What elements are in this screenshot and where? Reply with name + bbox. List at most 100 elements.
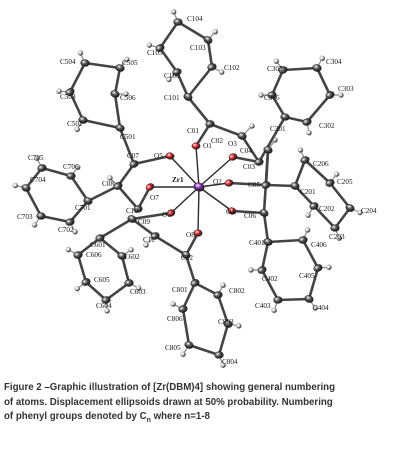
covalent-bonds — [24, 20, 352, 357]
bond-c701-c706 — [69, 174, 90, 203]
bond-zr1-o3 — [198, 156, 234, 188]
bond-c805-c804 — [187, 343, 221, 357]
bond-c11-c12 — [153, 234, 188, 257]
label-c401: C401 — [249, 239, 265, 247]
label-c10: C10 — [126, 207, 138, 215]
bond-c12-o8 — [184, 231, 200, 257]
atom-h-c805 — [180, 351, 186, 358]
atom-c705 — [37, 164, 47, 172]
label-c704: C704 — [30, 176, 46, 184]
atom-h-c604 — [104, 308, 110, 314]
atom-h-c11 — [143, 242, 149, 248]
bond-c203-c202 — [312, 204, 337, 230]
bond-c102-c101 — [186, 65, 214, 99]
atom-h-c503 — [56, 88, 62, 95]
atom-c11 — [150, 232, 160, 240]
atom-h-c502 — [74, 126, 81, 133]
atom-c801 — [190, 279, 200, 287]
bond-c06-c401 — [262, 211, 270, 244]
atom-c03 — [254, 158, 264, 166]
label-c201: C201 — [300, 188, 316, 196]
label-c05: C05 — [248, 181, 260, 189]
atom-h-c403 — [271, 307, 278, 314]
label-c07: C07 — [127, 152, 139, 160]
label-c503: C503 — [60, 93, 76, 101]
bond-c403-c402 — [260, 268, 280, 302]
label-c806: C806 — [167, 315, 183, 323]
bond-zr1-o5 — [169, 155, 200, 188]
atom-h-c706 — [75, 164, 81, 171]
atom-c405 — [313, 264, 323, 272]
atom-c503 — [65, 88, 75, 96]
label-c403: C403 — [255, 302, 271, 310]
bond-c702-c701 — [68, 199, 90, 224]
label-c601: C601 — [90, 241, 106, 249]
bond-c106-c105 — [158, 46, 179, 74]
bond-c804-c803 — [217, 322, 230, 357]
atom-h-c305 — [273, 58, 280, 65]
atom-c304 — [312, 64, 322, 72]
label-c602: C602 — [124, 253, 140, 261]
atom-h-c703 — [31, 222, 38, 228]
atom-h-c804 — [220, 362, 226, 369]
bond-c08-c10 — [116, 184, 140, 211]
bond-c305-c304 — [281, 66, 319, 72]
atom-c204 — [345, 204, 355, 212]
atom-h-c704 — [12, 182, 19, 189]
bond-c09-c11 — [130, 217, 157, 238]
atom-c09 — [127, 215, 137, 223]
atom-c802 — [213, 291, 223, 299]
atom-o8 — [193, 229, 203, 237]
atom-c202 — [309, 202, 319, 210]
label-c204: C204 — [361, 207, 377, 215]
atom-o3 — [228, 153, 238, 161]
label-c803: C803 — [218, 318, 234, 326]
bond-c05-c201 — [264, 183, 297, 188]
bond-c506-c505 — [113, 66, 122, 96]
atom-c104 — [173, 18, 183, 26]
bond-c07-c08 — [116, 162, 136, 188]
label-c103: C103 — [190, 44, 206, 52]
label-c304: C304 — [326, 58, 342, 66]
label-c205: C205 — [337, 178, 353, 186]
label-c801: C801 — [172, 286, 188, 294]
atom-h-c204 — [357, 209, 363, 216]
atom-h-c102 — [218, 69, 225, 75]
atom-c401 — [263, 238, 273, 246]
atom-c201 — [290, 182, 300, 190]
atom-c603 — [124, 279, 134, 287]
bond-c604-c603 — [104, 281, 131, 302]
bond-c206-c205 — [303, 158, 332, 185]
atom-h-c205 — [333, 171, 340, 177]
atom-c04 — [263, 146, 273, 154]
bond-c01-c02 — [208, 122, 244, 138]
bond-c03-c301 — [257, 115, 287, 164]
atom-h-c602 — [128, 246, 134, 253]
atom-c404 — [304, 295, 314, 303]
label-c603: C603 — [130, 288, 146, 296]
atom-c302 — [302, 118, 312, 126]
label-c802: C802 — [229, 287, 245, 295]
caption-line-3: of phenyl groups denoted by Cn where n=1… — [4, 410, 399, 429]
atom-c406 — [298, 236, 308, 244]
atom-c105 — [155, 44, 165, 52]
label-c303: C303 — [338, 85, 354, 93]
bond-c504-c503 — [68, 61, 87, 94]
bond-c503-c502 — [68, 90, 85, 122]
label-c502: C502 — [67, 120, 83, 128]
bond-c08-c701 — [86, 184, 120, 203]
atom-h-c106 — [166, 76, 172, 83]
bond-c803-c802 — [216, 293, 230, 326]
label-c104: C104 — [187, 15, 203, 23]
atom-c106 — [172, 68, 182, 76]
atom-h-c705 — [34, 155, 40, 162]
bond-o2-c05 — [227, 181, 268, 187]
atom-h-c402 — [248, 267, 254, 273]
label-c406: C406 — [311, 241, 327, 249]
bond-c09-c601 — [98, 217, 134, 240]
atom-h-c302 — [306, 130, 312, 136]
bond-c801-c806 — [181, 281, 197, 311]
bond-c12-c801 — [184, 253, 197, 285]
bond-c104-c103 — [176, 20, 210, 42]
atom-c301 — [280, 113, 290, 121]
